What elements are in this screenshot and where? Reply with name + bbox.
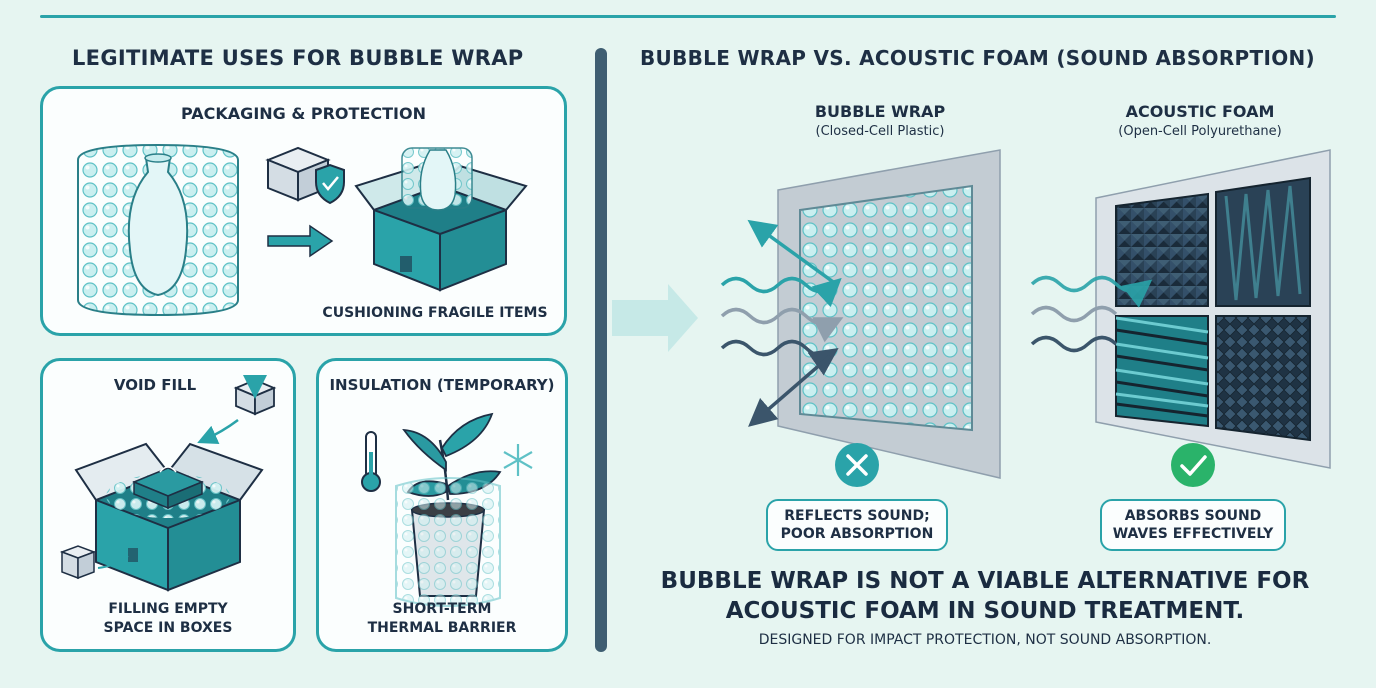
conclusion-line1: BUBBLE WRAP IS NOT A VIABLE ALTERNATIVE …: [660, 568, 1310, 594]
right-heading: BUBBLE WRAP VS. ACOUSTIC FOAM (SOUND ABS…: [640, 46, 1315, 70]
void-fill-caption-line1: FILLING EMPTY: [108, 601, 228, 617]
acoustic-foam-verdict-line1: ABSORBS SOUND: [1124, 508, 1262, 524]
small-box-down-arrow-icon: [197, 375, 277, 445]
bubble-wrap-subtitle: (Closed-Cell Plastic): [815, 124, 945, 139]
snowflake-icon: [503, 444, 533, 476]
void-fill-title: VOID FILL: [113, 376, 197, 394]
bubble-wrap-verdict-line2: POOR ABSORPTION: [780, 526, 934, 542]
acoustic-foam-subtitle: (Open-Cell Polyurethane): [1118, 124, 1282, 139]
void-fill-caption: FILLING EMPTY SPACE IN BOXES: [40, 600, 296, 638]
vase-icon: [127, 153, 189, 297]
acoustic-foam-verdict-line2: WAVES EFFECTIVELY: [1112, 526, 1274, 542]
top-rule: [40, 15, 1336, 18]
small-box-left-icon: [59, 545, 129, 580]
right-arrow-icon: [267, 224, 334, 258]
insulation-caption: SHORT-TERM THERMAL BARRIER: [316, 600, 568, 638]
open-box-with-vase-icon: [354, 147, 528, 292]
center-divider: [595, 48, 607, 652]
conclusion-note: DESIGNED FOR IMPACT PROTECTION, NOT SOUN…: [758, 632, 1212, 648]
reflected-sound-waves-icon: [720, 219, 844, 427]
acoustic-foam-panel-illustration: [1095, 149, 1331, 469]
packaging-title: PACKAGING & PROTECTION: [181, 104, 426, 123]
bubble-wrap-sleeve-icon: [395, 477, 501, 607]
bubble-wrap-panel-illustration: [777, 149, 1001, 479]
bubble-wrap-verdict: REFLECTS SOUND; POOR ABSORPTION: [766, 499, 948, 551]
open-box-void-fill-icon: [74, 442, 264, 592]
acoustic-foam-title: ACOUSTIC FOAM: [1125, 102, 1275, 121]
acoustic-foam-verdict: ABSORBS SOUND WAVES EFFECTIVELY: [1100, 499, 1286, 551]
thermometer-icon: [361, 431, 381, 492]
conclusion: BUBBLE WRAP IS NOT A VIABLE ALTERNATIVE …: [640, 566, 1330, 626]
left-heading: LEGITIMATE USES FOR BUBBLE WRAP: [72, 46, 524, 70]
transition-arrow-icon: [612, 284, 698, 352]
insulation-caption-line2: THERMAL BARRIER: [367, 620, 517, 636]
bubble-wrap-title: BUBBLE WRAP: [814, 102, 946, 121]
insulation-title: INSULATION (TEMPORARY): [329, 376, 555, 394]
check-circle-icon: [1171, 443, 1215, 487]
absorbed-sound-waves-icon: [1030, 275, 1153, 353]
void-fill-caption-line2: SPACE IN BOXES: [103, 620, 233, 636]
packaging-caption: CUSHIONING FRAGILE ITEMS: [322, 305, 548, 321]
x-circle-icon: [835, 443, 879, 487]
conclusion-line2: ACOUSTIC FOAM IN SOUND TREATMENT.: [725, 598, 1245, 624]
bubble-wrap-verdict-line1: REFLECTS SOUND;: [784, 508, 930, 524]
insulation-caption-line1: SHORT-TERM: [392, 601, 492, 617]
shipping-box-shield-icon: [265, 146, 345, 205]
